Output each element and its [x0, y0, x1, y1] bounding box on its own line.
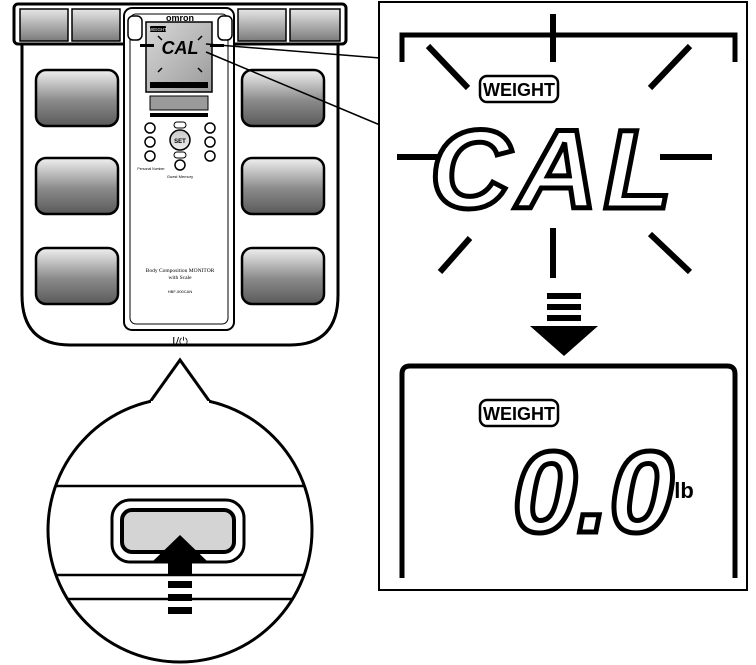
personal-button-2[interactable] [144, 136, 156, 148]
monitor-head: omron WEIGHT CAL [127, 13, 233, 117]
foot-pad [240, 156, 326, 216]
foot-pad [34, 68, 120, 128]
scale-device: omron WEIGHT CAL SET [12, 2, 348, 348]
personal-number-label: Personal Number [137, 167, 165, 171]
personal-button-5[interactable] [204, 136, 216, 148]
press-arrow-icon [152, 535, 208, 575]
small-display-label: WEIGHT [149, 27, 167, 32]
weight-label-top: WEIGHT [483, 80, 555, 100]
model-code: HBF-500CAN [168, 289, 193, 294]
weight-display: WEIGHT 0.0 lb [399, 363, 738, 578]
model-line-2: with Scale [168, 275, 192, 281]
up-button[interactable] [173, 121, 187, 129]
weight-label-bottom: WEIGHT [483, 404, 555, 424]
personal-button-1[interactable] [144, 122, 156, 134]
weight-value: 0.0 [512, 427, 673, 557]
personal-button-4[interactable] [204, 122, 216, 134]
power-symbol: I/⏻ [172, 335, 188, 348]
foot-pad [240, 68, 326, 128]
button-cluster: SET Guest Memory Personal Number [137, 121, 216, 179]
down-button[interactable] [173, 151, 187, 159]
transition-arrow-icon [530, 293, 598, 356]
personal-button-3[interactable] [144, 150, 156, 162]
zoomed-display-panel: WEIGHT CAL WEIGHT 0.0 lb [378, 1, 748, 591]
foot-pad [34, 246, 120, 306]
small-display-text: CAL [162, 38, 199, 58]
set-button[interactable] [169, 129, 191, 151]
power-button-magnifier [46, 357, 314, 664]
foot-pad [34, 156, 120, 216]
zoom-leader-lines [205, 43, 381, 126]
model-line-1: Body Composition MONITOR [146, 268, 215, 274]
calibrating-display: WEIGHT CAL [397, 14, 738, 278]
guest-memory-label: Guest Memory [167, 174, 193, 179]
weight-unit: lb [674, 478, 694, 503]
calibrating-text: CAL [430, 107, 678, 232]
foot-pad [240, 246, 326, 306]
brand-logo: omron [166, 13, 194, 23]
set-button-label: SET [174, 139, 186, 145]
foot-pads [34, 68, 326, 306]
blink-rays [397, 14, 712, 278]
guest-button[interactable] [174, 159, 186, 171]
personal-button-6[interactable] [204, 150, 216, 162]
top-handle [12, 2, 348, 46]
